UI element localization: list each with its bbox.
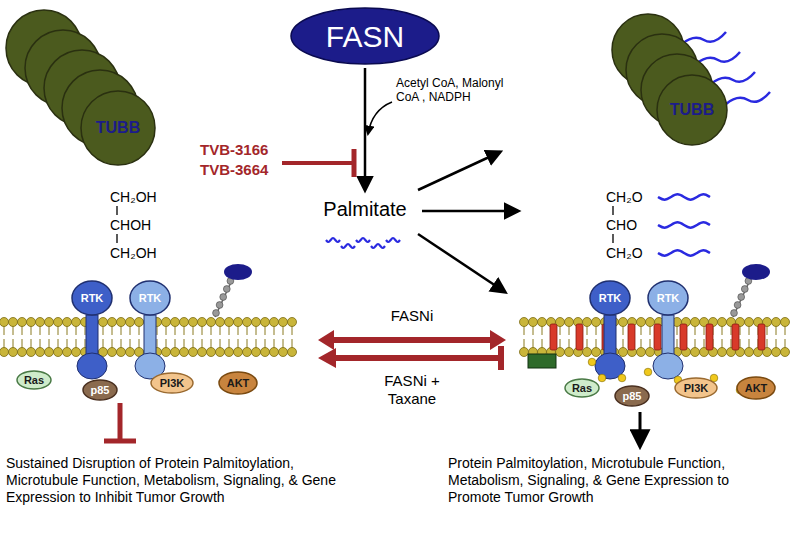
annotation: TVB-3166 (200, 141, 268, 159)
annotation: CHO (606, 217, 637, 234)
chemical-bond (116, 206, 117, 215)
arrow-line (418, 234, 505, 292)
signal-protein: AKT (736, 376, 776, 400)
palmitoyl-tail (726, 92, 770, 104)
annotation: FASNi + Taxane (376, 372, 448, 408)
node-label: RTK (657, 292, 680, 304)
node-label: RTK (139, 292, 162, 304)
signal-protein: Ras (16, 370, 52, 390)
palmitate-chain (326, 238, 340, 242)
node-label: AKT (745, 382, 768, 394)
palmitoyl-tail (711, 72, 755, 84)
inhibition-line (282, 161, 352, 165)
palmitate-chain (386, 238, 400, 242)
inhibition-bar (352, 149, 357, 177)
tubulin-disc: TUBB (80, 90, 156, 166)
node-label: PI3K (160, 377, 184, 389)
arrow-line (639, 412, 642, 446)
chemical-bond (116, 234, 117, 243)
chemical-bond (612, 206, 613, 215)
palmitoyl-tail (658, 250, 710, 255)
inhibition-bar (104, 439, 136, 444)
annotation: CH₂OH (110, 189, 157, 206)
signal-protein: p85 (614, 385, 650, 407)
receptor-oval: RTK (71, 280, 113, 316)
node-label: RTK (81, 292, 104, 304)
palmitoyl-tail (696, 52, 740, 64)
receptor-proteins (528, 264, 770, 394)
node-label: Ras (572, 382, 592, 394)
node-label: AKT (227, 377, 250, 389)
node-label: FASN (326, 20, 404, 53)
receptor-oval: RTK (647, 280, 689, 316)
metabolite-name: Palmitate (323, 197, 406, 221)
lipid-bilayer (520, 318, 790, 357)
palmitate-chain (356, 238, 370, 242)
palmitoyl-tail (658, 194, 710, 199)
enzyme-ellipse: FASN (290, 7, 440, 65)
inhibition-bar (498, 346, 504, 370)
annotation: FASNi (391, 307, 434, 325)
receptor-oval: RTK (129, 280, 171, 316)
signal-protein: PI3K (150, 372, 194, 394)
tubulin-disc: TUBB (656, 74, 728, 146)
palmitoyl-tail (658, 222, 710, 227)
node-label: PI3K (684, 382, 708, 394)
annotation: CH₂O (606, 245, 643, 262)
signal-protein: PI3K (674, 377, 718, 399)
substrate-arrow (368, 102, 392, 134)
annotation: TVB-3664 (200, 161, 268, 179)
signal-protein: p85 (82, 379, 118, 401)
outcome-text: Sustained Disruption of Protein Palmitoy… (6, 455, 342, 505)
node-label: TUBB (96, 119, 140, 137)
palmitate-chain (341, 244, 355, 248)
node-label: RTK (599, 292, 622, 304)
receptor-proteins (77, 264, 252, 379)
inhibition-line (118, 403, 123, 440)
annotation: CH₂OH (110, 245, 157, 262)
signal-protein: AKT (218, 371, 258, 395)
node-label: TUBB (670, 101, 714, 119)
treatment-arrow (318, 348, 500, 368)
treatment-arrow (318, 330, 506, 350)
signal-protein: Ras (564, 378, 600, 398)
palmitoyl-tail (682, 32, 726, 44)
arrow-line (364, 68, 367, 190)
node-label: p85 (623, 390, 642, 402)
node-label: Ras (24, 374, 44, 386)
palmitate-chain (371, 244, 385, 248)
outcome-text: Protein Palmitoylation, Microtubule Func… (448, 455, 784, 505)
arrow-line (422, 210, 518, 213)
node-label: p85 (91, 384, 110, 396)
arrow-line (418, 152, 500, 190)
chemical-bond (612, 234, 613, 243)
annotation: CHOH (110, 217, 151, 234)
annotation: Acetyl CoA, Malonyl CoA , NADPH (396, 76, 506, 105)
annotation: CH₂O (606, 189, 643, 206)
receptor-oval: RTK (589, 280, 631, 316)
